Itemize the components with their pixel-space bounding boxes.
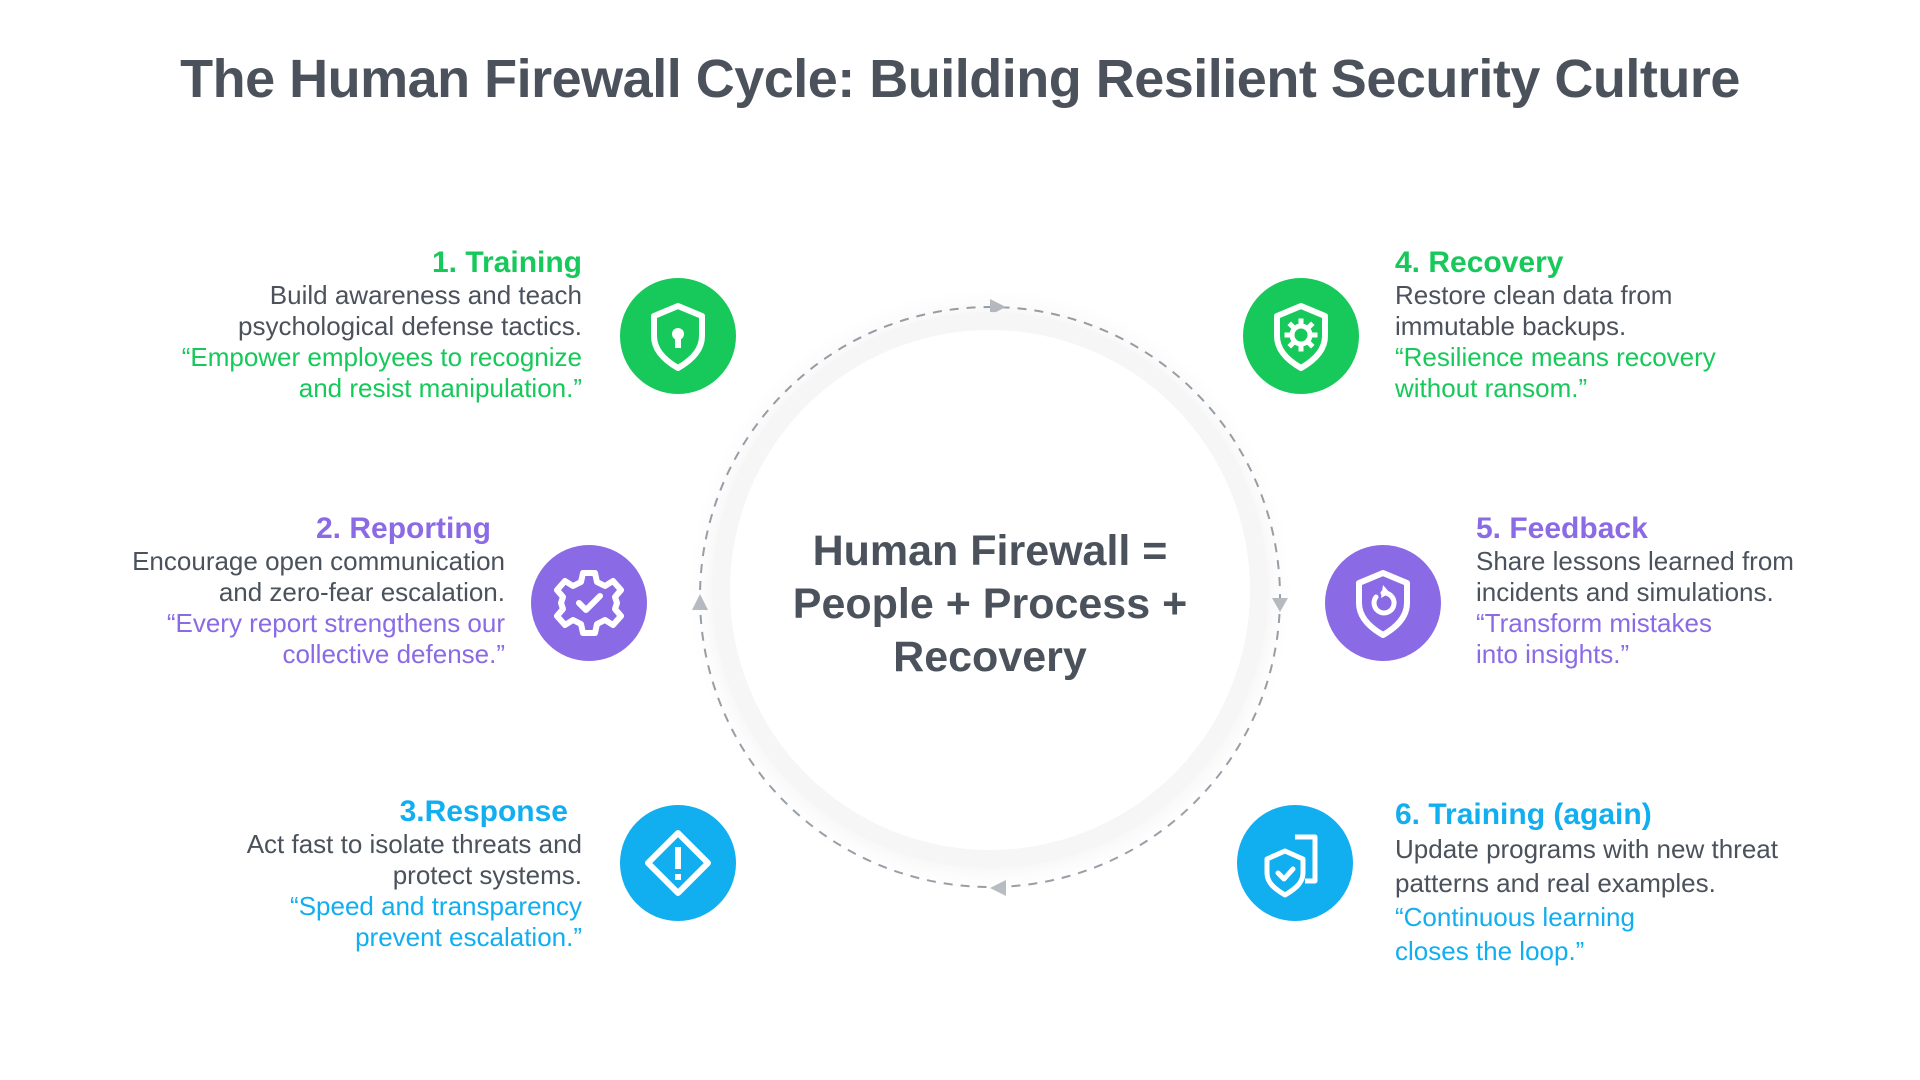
step-quote-line: “Continuous learning — [1395, 902, 1635, 932]
step-description-line: psychological defense tactics. — [238, 311, 582, 341]
center-line-1: Human Firewall = — [812, 527, 1168, 575]
step-description-line: Update programs with new threat — [1395, 834, 1778, 864]
center-line-2: People + Process + — [792, 580, 1188, 628]
center-line-3: Recovery — [893, 633, 1087, 681]
step-description-line: Restore clean data from — [1395, 280, 1673, 310]
step-description-line: Act fast to isolate threats and — [246, 829, 582, 859]
step-quote-line: and resist manipulation.” — [298, 373, 582, 403]
shield-gear-icon — [1274, 303, 1328, 371]
shield-refresh-icon — [1356, 570, 1410, 638]
step-description-line: protect systems. — [392, 860, 582, 890]
step-quote-line: “Transform mistakes — [1476, 608, 1712, 638]
step-description-line: immutable backups. — [1395, 311, 1627, 341]
step-heading: 2. Reporting — [315, 512, 491, 545]
step-description-line: Share lessons learned from — [1476, 546, 1794, 576]
shield-check-document-icon — [1264, 834, 1318, 898]
arrow-bottom — [990, 880, 1006, 896]
step-heading: 3.Response — [399, 795, 568, 828]
step-quote-line: “Resilience means recovery — [1395, 342, 1716, 372]
step-icon-training — [620, 278, 736, 394]
shield-lock-icon — [651, 303, 705, 371]
step-feedback: 5. Feedback Share lessons learned from i… — [1476, 512, 1920, 670]
step-quote-line: “Speed and transparency — [290, 891, 582, 921]
diagram-title: The Human Firewall Cycle: Building Resil… — [180, 49, 1740, 109]
step-quote-line: prevent escalation.” — [355, 922, 582, 952]
step-description-line: Encourage open communication — [132, 546, 505, 576]
step-icon-response — [620, 805, 736, 921]
step-response: 3.Response Act fast to isolate threats a… — [62, 795, 582, 953]
step-heading: 4. Recovery — [1395, 246, 1564, 279]
step-description-line: patterns and real examples. — [1395, 868, 1716, 898]
diamond-alert-icon — [645, 830, 711, 896]
step-reporting: 2. Reporting Encourage open communicatio… — [0, 512, 505, 670]
step-heading: 6. Training (again) — [1395, 798, 1652, 831]
step-training-again: 6. Training (again) Update programs with… — [1395, 798, 1915, 968]
center-disc — [730, 330, 1250, 850]
step-quote-line: collective defense.” — [282, 639, 505, 669]
step-icon-training-again — [1237, 805, 1353, 921]
arrow-right — [1272, 598, 1288, 612]
gear-check-icon — [554, 570, 624, 636]
step-quote-line: “Every report strengthens our — [166, 608, 505, 638]
step-training: 1. Training Build awareness and teach ps… — [62, 246, 582, 404]
step-quote-line: closes the loop.” — [1395, 936, 1585, 966]
center-formula: Human Firewall = People + Process + Reco… — [730, 525, 1250, 684]
step-quote-line: without ransom.” — [1395, 373, 1588, 403]
step-description-line: and zero-fear escalation. — [218, 577, 505, 607]
step-icon-feedback — [1325, 545, 1441, 661]
arrow-top — [990, 299, 1006, 315]
step-quote-line: “Empower employees to recognize — [181, 342, 582, 372]
step-icon-recovery — [1243, 278, 1359, 394]
step-quote-line: into insights.” — [1476, 639, 1630, 669]
step-heading: 1. Training — [431, 246, 582, 279]
arrow-left — [692, 594, 708, 610]
step-icon-reporting — [531, 545, 647, 661]
step-recovery: 4. Recovery Restore clean data from immu… — [1395, 246, 1915, 404]
step-heading: 5. Feedback — [1476, 512, 1648, 545]
step-description-line: Build awareness and teach — [269, 280, 582, 310]
step-description-line: incidents and simulations. — [1476, 577, 1774, 607]
